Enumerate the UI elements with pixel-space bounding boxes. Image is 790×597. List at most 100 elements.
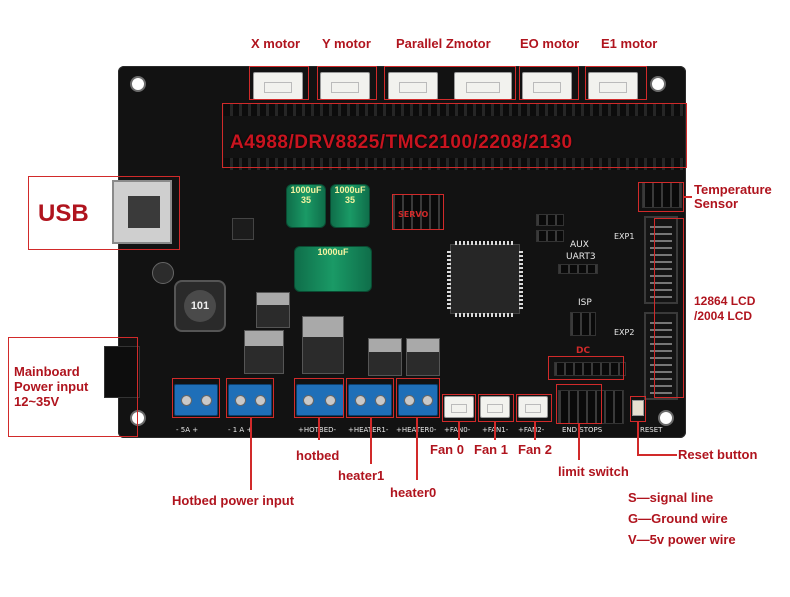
dc-header bbox=[554, 362, 626, 376]
exp2-connector bbox=[644, 312, 678, 400]
legend-5v-power-wire: V—5v power wire bbox=[628, 532, 736, 547]
driver-box bbox=[222, 103, 687, 168]
heater1-label: heater1 bbox=[338, 468, 385, 483]
terminal-hotbed bbox=[296, 384, 344, 416]
regulator-2 bbox=[302, 316, 344, 374]
silk-fan2: +FAN2- bbox=[518, 426, 545, 434]
usb-box bbox=[28, 176, 180, 250]
regulator-1 bbox=[244, 330, 284, 374]
aux-header-2 bbox=[536, 230, 564, 242]
fan0-leader bbox=[458, 422, 460, 440]
driver-socket-row-top bbox=[224, 104, 684, 116]
dc-box bbox=[548, 356, 624, 380]
temp-sensor-box bbox=[638, 182, 684, 212]
exp1-connector bbox=[644, 216, 678, 304]
exp1-silk: EXP1 bbox=[614, 232, 635, 241]
limit-switch-label: limit switch bbox=[558, 464, 629, 479]
uart3-header bbox=[558, 264, 598, 274]
mainboard-power-label: Mainboard Power input 12~35V bbox=[14, 364, 89, 409]
e1-motor-label: E1 motor bbox=[601, 36, 658, 51]
zmotor-box bbox=[384, 66, 516, 100]
reset-leader-h bbox=[637, 454, 677, 456]
servo-header bbox=[392, 194, 444, 230]
servo-silk: SERVO bbox=[398, 210, 429, 219]
hotbed-label: hotbed bbox=[296, 448, 340, 463]
mosfet-heater0 bbox=[406, 338, 440, 376]
reset-box bbox=[630, 396, 646, 422]
x-motor-connector bbox=[253, 72, 303, 100]
dc-jack bbox=[104, 346, 140, 398]
terminal-heater0 bbox=[398, 384, 438, 416]
hotbed-power-box bbox=[226, 378, 274, 418]
hotbed-power-input-label: Hotbed power input bbox=[172, 493, 295, 508]
reset-button-component bbox=[632, 400, 644, 416]
isp-header bbox=[570, 312, 596, 336]
reset-button-label: Reset button bbox=[678, 447, 758, 462]
x-motor-box bbox=[249, 66, 309, 100]
mount-hole-br bbox=[658, 410, 674, 426]
mosfet-heater1 bbox=[368, 338, 402, 376]
mcu-atmega2560 bbox=[447, 241, 523, 317]
usb-connector bbox=[112, 180, 172, 244]
parallel-zmotor-label: Parallel Zmotor bbox=[396, 36, 491, 51]
silk-hotbed: +HOTBED- bbox=[298, 426, 336, 434]
hotbed-power-leader bbox=[250, 418, 252, 490]
heater0-leader bbox=[416, 418, 418, 480]
fan0-box bbox=[442, 394, 476, 422]
reset-leader-v bbox=[637, 422, 639, 454]
hotbed-leader bbox=[318, 418, 320, 440]
regulator-3 bbox=[256, 292, 290, 328]
fan1-leader bbox=[494, 422, 496, 440]
5a-terminal-box bbox=[172, 378, 220, 418]
endstop-header bbox=[558, 390, 624, 424]
fan2-box bbox=[516, 394, 552, 422]
y-motor-box bbox=[317, 66, 377, 100]
terminal-heater1 bbox=[348, 384, 392, 416]
e1-motor-connector bbox=[588, 72, 638, 100]
usb-serial-chip bbox=[232, 218, 254, 240]
silk-fan0: +FAN0- bbox=[444, 426, 470, 434]
capacitor-3: 1000uF bbox=[294, 246, 372, 292]
legend-ground-wire: G—Ground wire bbox=[628, 511, 728, 526]
inductor: 101 bbox=[174, 280, 226, 332]
fan2-connector bbox=[518, 396, 548, 418]
fan0-connector bbox=[444, 396, 474, 418]
lcd-label: 12864 LCD /2004 LCD bbox=[694, 294, 756, 323]
lcd-box bbox=[654, 218, 684, 398]
y-motor-label: Y motor bbox=[322, 36, 371, 51]
mount-hole-tl bbox=[130, 76, 146, 92]
endstop-box bbox=[556, 384, 602, 424]
heater1-leader bbox=[370, 418, 372, 464]
silk-5a: - 5A + bbox=[176, 426, 199, 434]
fan1-connector bbox=[480, 396, 510, 418]
eo-motor-box bbox=[519, 66, 579, 100]
heater0-label: heater0 bbox=[390, 485, 437, 500]
heater0-box bbox=[396, 378, 440, 418]
x-motor-label: X motor bbox=[251, 36, 301, 51]
z2-motor-connector bbox=[454, 72, 512, 100]
limit-switch-leader bbox=[578, 424, 580, 460]
aux-silk: AUX bbox=[570, 240, 589, 250]
small-inductor bbox=[152, 262, 174, 284]
fan0-label: Fan 0 bbox=[430, 442, 464, 457]
reset-silk: RESET bbox=[640, 426, 663, 434]
terminal-5a bbox=[174, 384, 218, 416]
driver-banner: A4988/DRV8825/TMC2100/2208/2130 bbox=[230, 132, 573, 153]
temp-leader bbox=[684, 196, 692, 198]
exp2-silk: EXP2 bbox=[614, 328, 635, 337]
fan2-leader bbox=[534, 422, 536, 440]
mount-hole-tr bbox=[650, 76, 666, 92]
temperature-sensor-label: Temperature Sensor bbox=[694, 182, 772, 211]
e1-motor-box bbox=[585, 66, 647, 100]
usb-label: USB bbox=[38, 200, 89, 227]
fan1-label: Fan 1 bbox=[474, 442, 508, 457]
dc-silk: DC bbox=[576, 346, 591, 356]
heater1-box bbox=[346, 378, 394, 418]
power-input-box bbox=[8, 337, 138, 437]
terminal-1a bbox=[228, 384, 272, 416]
fan1-box bbox=[478, 394, 514, 422]
eo-motor-label: EO motor bbox=[520, 36, 580, 51]
